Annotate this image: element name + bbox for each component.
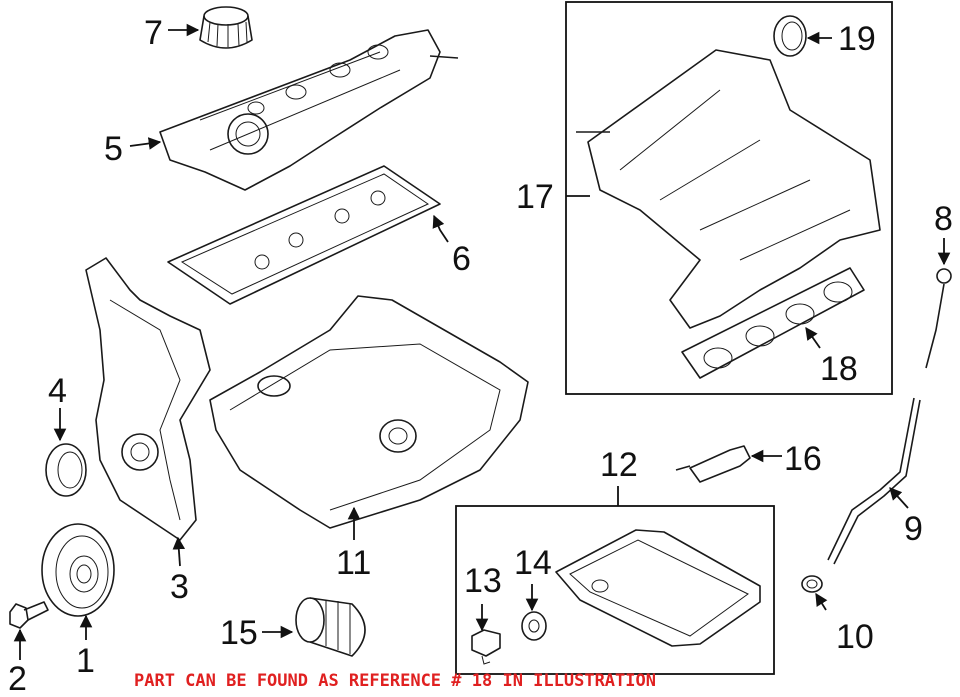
callout-18: 18: [820, 350, 858, 388]
callout-8: 8: [934, 200, 953, 238]
timing-cover-part: [85, 257, 211, 541]
callout-3: 3: [170, 568, 189, 606]
callout-2: 2: [8, 660, 27, 697]
callout-11: 11: [336, 544, 371, 582]
sealant-tube-part: [675, 445, 751, 483]
oil-filler-cap-part: [199, 6, 253, 49]
pulley-bolt-part: [9, 601, 49, 629]
callout-16: 16: [784, 440, 822, 478]
tube-o-ring-part: [801, 575, 823, 593]
callout-13: 13: [464, 562, 502, 600]
valve-cover-gasket-part: [167, 165, 441, 305]
callout-9: 9: [904, 510, 923, 548]
callout-7: 7: [144, 14, 163, 52]
callout-17: 17: [516, 178, 554, 216]
callout-19: 19: [838, 20, 876, 58]
upper-oil-pan-part: [209, 295, 529, 529]
callout-15: 15: [220, 614, 258, 652]
lower-oil-pan-part: [555, 529, 761, 647]
valve-cover-part: [159, 29, 459, 191]
callout-5: 5: [104, 130, 123, 168]
intake-seal-part: [773, 15, 807, 57]
intake-manifold-gasket-part: [681, 267, 865, 379]
dipstick-part: [925, 268, 952, 369]
callout-14: 14: [514, 544, 552, 582]
drain-plug-part: [471, 629, 501, 665]
callout-10: 10: [836, 618, 874, 656]
callout-6: 6: [452, 240, 471, 278]
front-seal-part: [45, 443, 87, 497]
oil-filter-part: [295, 597, 366, 657]
callout-4: 4: [48, 372, 67, 410]
drain-washer-part: [521, 611, 547, 641]
intake-group-frame: [565, 1, 893, 395]
crank-pulley-part: [41, 523, 115, 617]
intake-manifold-part: [576, 49, 881, 329]
dipstick-tube-part: [827, 397, 921, 565]
reference-notice: PART CAN BE FOUND AS REFERENCE # 18 IN I…: [134, 671, 656, 691]
leader-lines: [13, 23, 951, 660]
callout-12: 12: [600, 446, 638, 484]
lower-pan-group-frame: [455, 505, 775, 675]
callout-1: 1: [76, 642, 95, 680]
